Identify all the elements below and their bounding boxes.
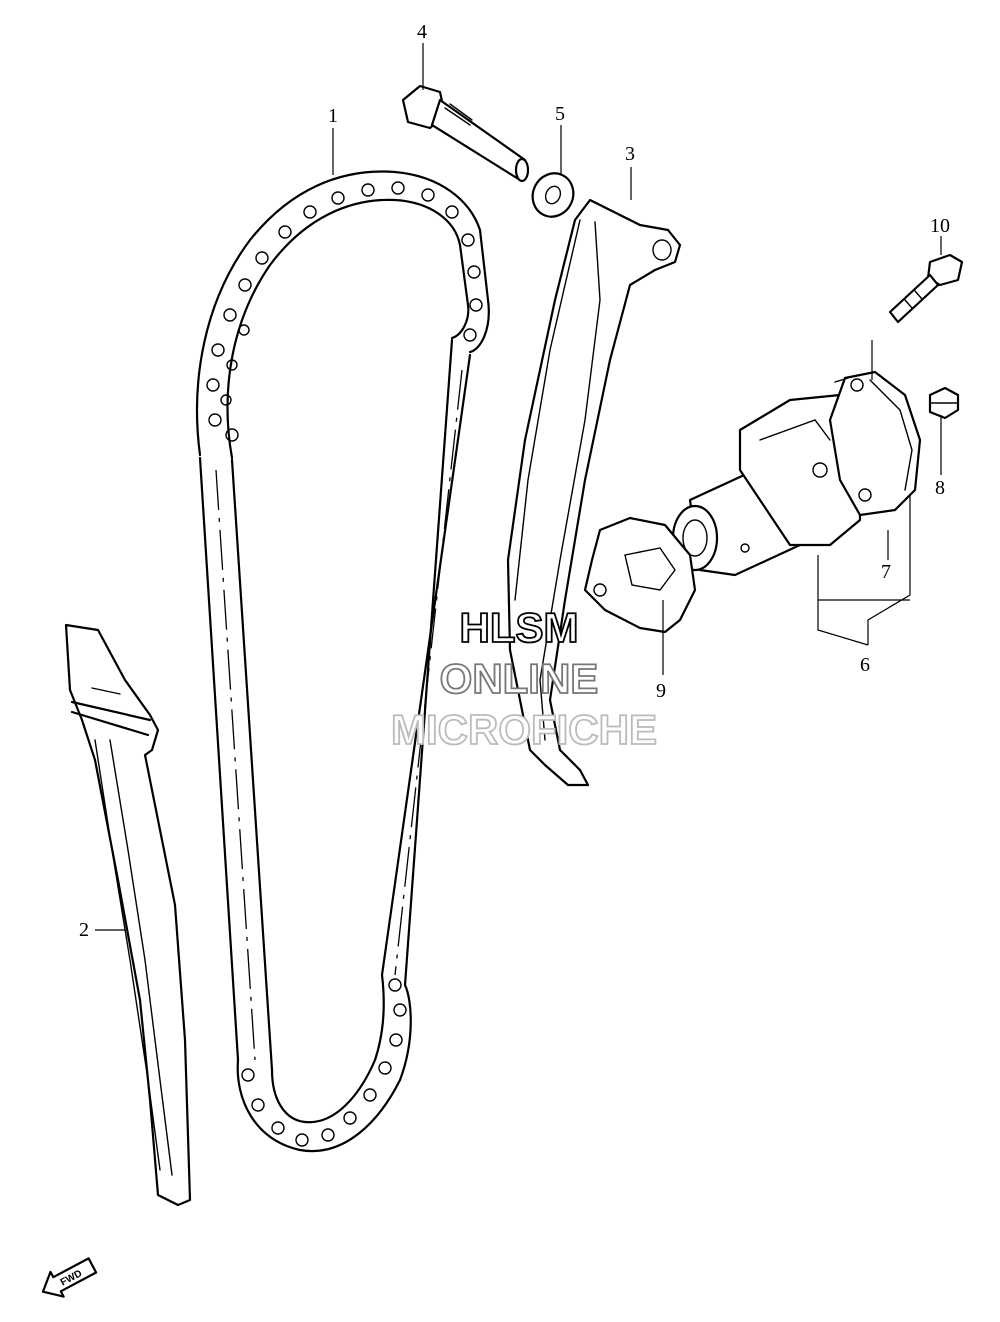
callout-10: 10 [930, 215, 950, 237]
callout-5: 5 [555, 103, 565, 125]
watermark: HLSM ONLINE MICROFICHE [390, 603, 658, 754]
cam-chain-guide [64, 623, 192, 1207]
callout-3: 3 [625, 143, 635, 165]
callout-4: 4 [417, 21, 427, 43]
watermark-line-microfiche: MICROFICHE [391, 706, 657, 753]
tensioner-bolt [401, 84, 530, 183]
washer [531, 172, 575, 218]
watermark-line-online: ONLINE [440, 655, 599, 702]
callout-2: 2 [79, 919, 89, 941]
fwd-arrow-icon: FWD [41, 1257, 98, 1298]
callout-7: 7 [881, 561, 891, 583]
tensioner-adjuster-assembly [671, 370, 922, 577]
callout-labels: 1 2 3 4 5 6 7 8 9 10 [79, 21, 950, 941]
callout-9: 9 [656, 680, 666, 702]
long-bolt [888, 253, 964, 324]
small-bolt [928, 386, 960, 420]
leader-lines [95, 43, 942, 931]
cam-chain-tensioner-arm [506, 198, 682, 787]
watermark-line-hlsm: HLSM [460, 604, 579, 651]
callout-8: 8 [935, 477, 945, 499]
gasket [583, 516, 697, 634]
cam-chain [195, 170, 490, 1153]
callout-6: 6 [860, 654, 870, 676]
callout-1: 1 [328, 105, 338, 127]
